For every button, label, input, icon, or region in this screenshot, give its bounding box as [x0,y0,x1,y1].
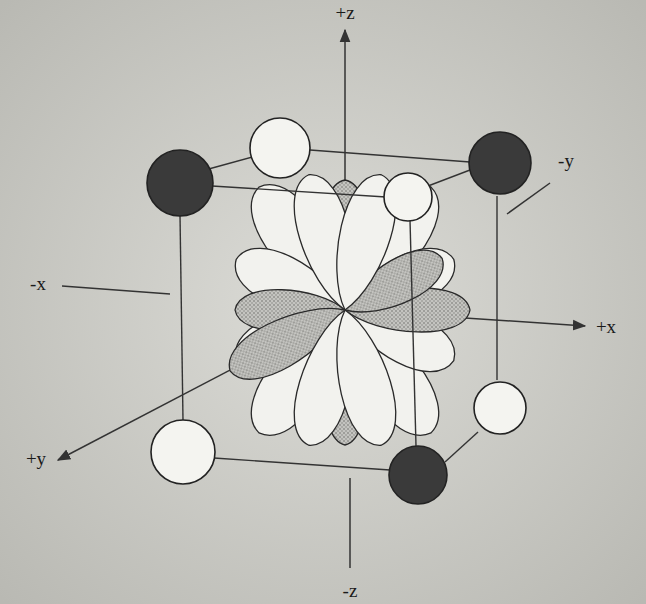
axis-label: +z [335,3,354,22]
ligand-circle [250,118,310,178]
ligand-circle [384,173,432,221]
axis-label: -x [30,274,46,293]
figure-part [214,458,390,470]
figure-part [496,196,497,380]
axis-label: -z [343,581,358,600]
figure-part [212,186,386,197]
figure-part [310,150,470,162]
figure-part [147,118,531,504]
figure-part [445,432,478,462]
ligand-circle [389,446,447,504]
ligand-circle [151,420,215,484]
figure-part [219,168,470,452]
figure-part [320,303,405,451]
ligand-circle [474,382,526,434]
figure-part [58,30,585,568]
figure-part [212,170,497,470]
axis-label: +x [596,317,616,336]
figure-part [349,478,351,568]
figure-part [410,220,416,446]
figure-part [62,286,170,294]
ligand-circle [147,150,213,216]
ligand-circle [469,132,531,194]
figure-part [180,215,183,420]
axis-label: +y [26,449,46,468]
axis-label: -y [558,151,574,170]
figure-part [428,170,470,186]
